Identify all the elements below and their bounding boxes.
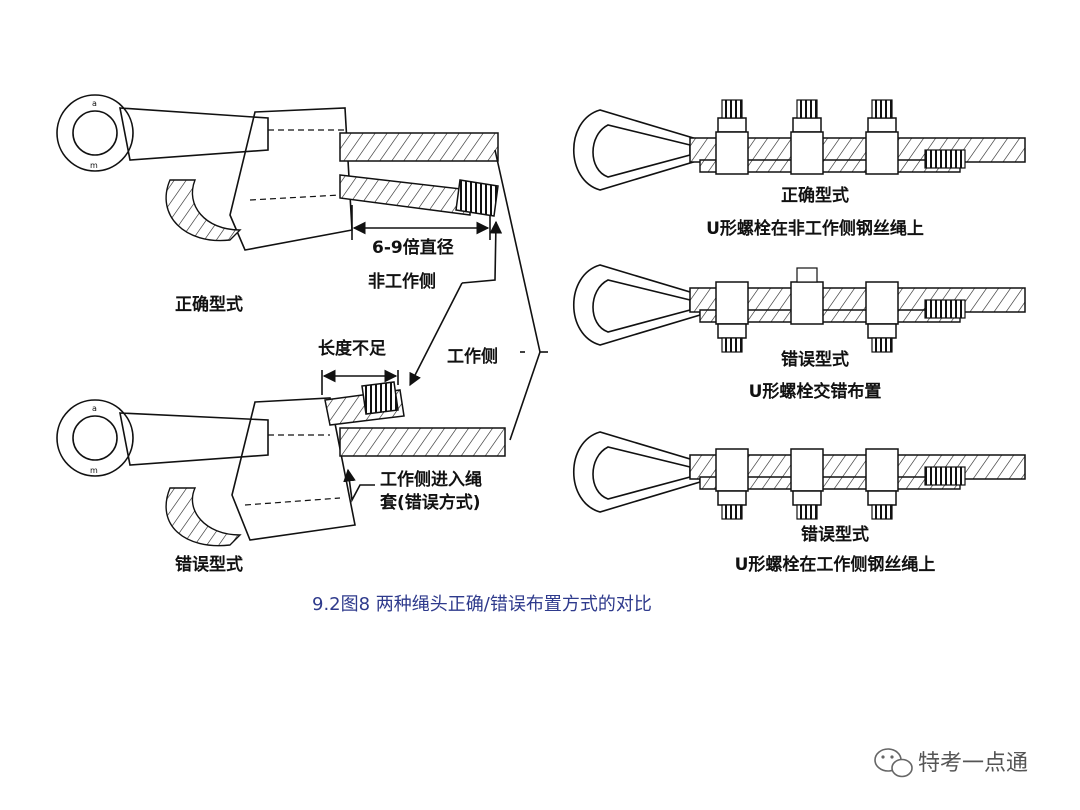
working-side-bracket [494, 149, 541, 441]
svg-text:m: m [90, 161, 98, 170]
non-working-side-leader-2 [409, 282, 463, 387]
watermark-text: 特考一点通 [918, 751, 1028, 776]
left-wrong-assembly: a m [56, 369, 506, 547]
u-bolt-3c [865, 448, 899, 520]
eye-ring-top: a m [56, 94, 134, 172]
svg-text:a: a [92, 99, 97, 108]
left-correct-label: 正确型式 [175, 294, 243, 315]
socket-body-top [229, 107, 353, 251]
u-bolt-1a [715, 99, 749, 175]
seizing-bottom [361, 381, 399, 415]
socket-body-bottom [231, 397, 356, 541]
panel-1-title: 正确型式 [781, 185, 849, 206]
u-bolt-1b [790, 99, 824, 175]
rope-loop-top [165, 179, 242, 242]
u-bolt-2a [715, 281, 749, 353]
right-panel-3 [572, 431, 1026, 520]
eye-ring-bottom: a m [56, 399, 134, 477]
u-bolt-3a [715, 448, 749, 520]
panel-3-subtitle: U形螺栓在工作侧钢丝绳上 [735, 554, 936, 575]
left-correct-assembly: a m [56, 94, 499, 251]
working-rope-top [339, 132, 499, 162]
rope-loop-bottom [165, 487, 242, 547]
svg-text:a: a [92, 404, 97, 413]
note-line-1: 工作侧进入绳 [380, 469, 482, 490]
wechat-icon [874, 748, 913, 778]
svg-text:m: m [90, 466, 98, 475]
u-bolt-3b [790, 448, 824, 520]
right-panel-1 [572, 99, 1026, 191]
non-working-side-leader [461, 220, 503, 284]
u-bolt-2c [865, 281, 899, 353]
right-panel-2 [572, 264, 1026, 353]
working-rope-bottom [339, 427, 506, 457]
dimension-label: 6-9倍直径 [372, 237, 454, 258]
panel-2-title: 错误型式 [781, 349, 849, 370]
socket-shank-top [119, 107, 269, 161]
working-side-label: 工作侧 [447, 346, 498, 367]
u-bolt-2b [790, 267, 824, 325]
u-bolt-1c [865, 99, 899, 175]
panel-1-subtitle: U形螺栓在非工作侧钢丝绳上 [706, 218, 924, 239]
panel-3-title: 错误型式 [801, 524, 869, 545]
left-wrong-label: 错误型式 [175, 554, 243, 575]
insufficient-length-label: 长度不足 [318, 338, 386, 359]
non-working-side-label: 非工作侧 [368, 271, 436, 292]
socket-shank-bottom [119, 412, 269, 466]
tail-rope-top [339, 174, 471, 216]
figure-caption: 9.2图8 两种绳头正确/错误布置方式的对比 [312, 594, 652, 615]
panel-2-subtitle: U形螺栓交错布置 [749, 381, 882, 402]
note-leader [343, 468, 375, 503]
seizing-top [455, 179, 499, 217]
note-line-2: 套(错误方式) [379, 492, 481, 513]
